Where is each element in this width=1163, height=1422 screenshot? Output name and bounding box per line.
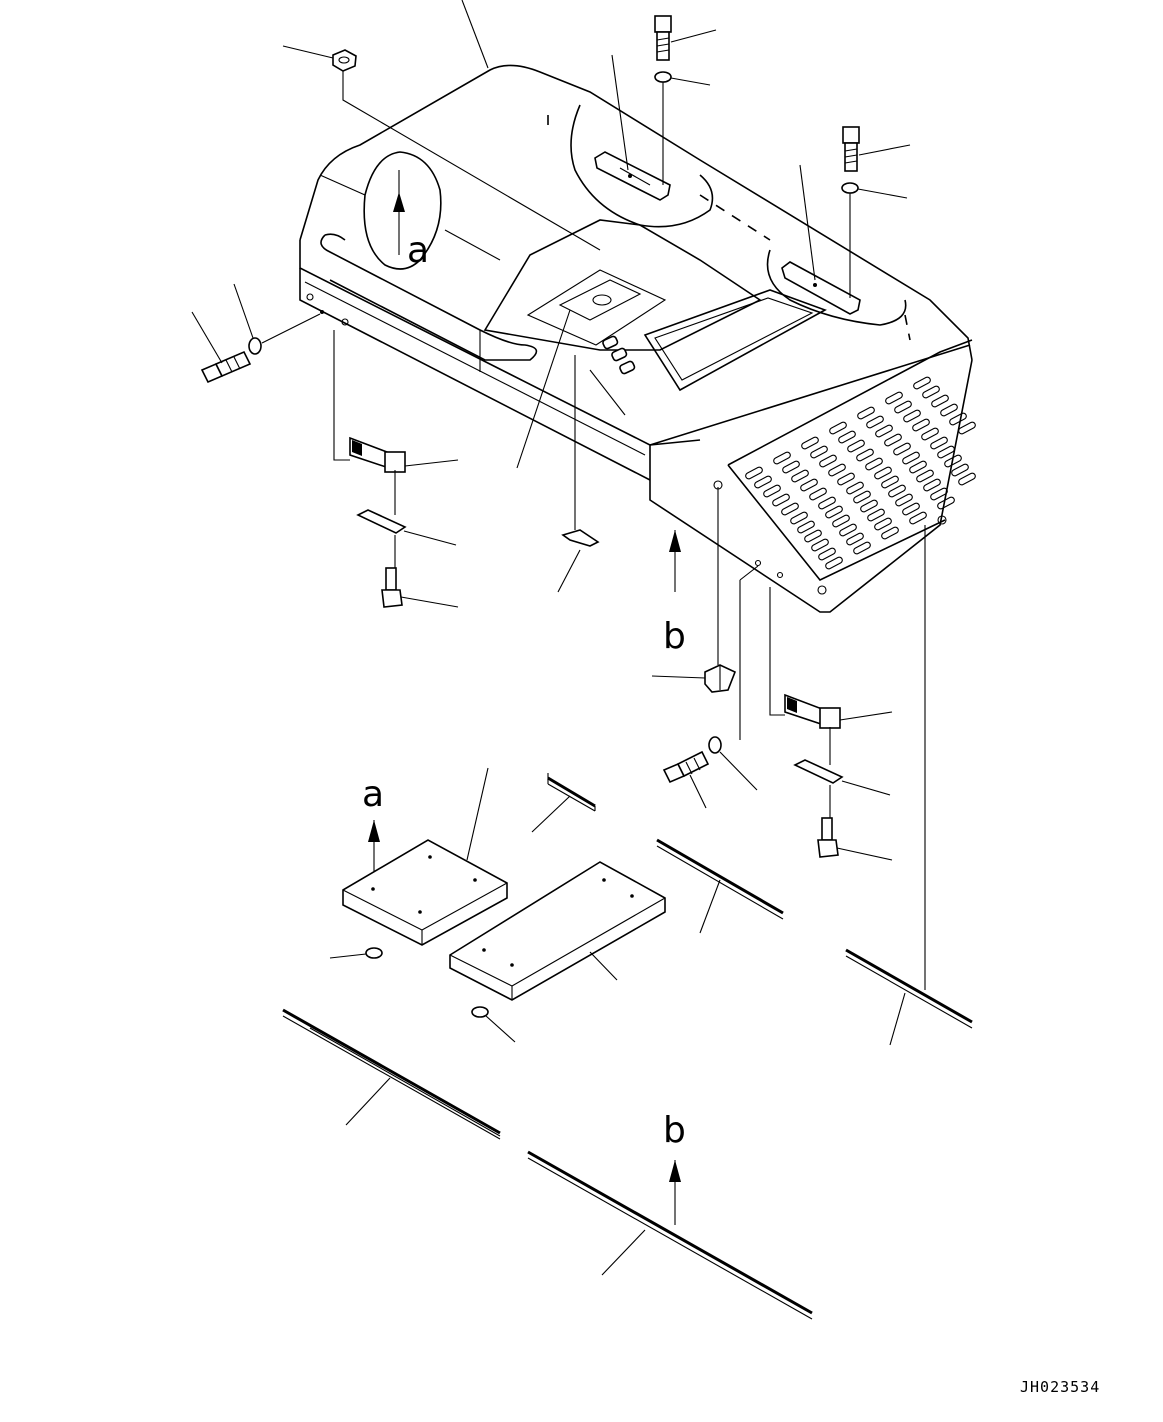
grille-slot [909,460,927,474]
grille-slot [846,481,864,495]
left-hardware: b [191,283,686,657]
grille-slot [828,463,846,477]
grille-slot [951,463,969,477]
grille-slot [791,469,809,483]
grille-slot [853,541,871,555]
grille-slot [853,490,871,504]
grille-slot [937,445,955,459]
grille-slot [818,496,836,510]
grille-slot [754,475,772,489]
grille-slot [888,484,906,498]
grille-slot [912,418,930,432]
grille-slot [810,445,828,459]
cover-assembly [299,64,976,613]
view-b-label-top: b [663,616,686,657]
grille-slot [902,502,920,516]
grille-slot [801,436,819,450]
grille-slot [874,466,892,480]
grille-slot [838,430,856,444]
top-fasteners: a [282,0,911,298]
grille-slot [916,469,934,483]
view-b-label-bottom: b [663,1110,686,1151]
grille-slot [745,466,763,480]
grille-slot [930,436,948,450]
grille-slot [809,487,827,501]
grille-slot [903,409,921,423]
grille-slot [913,376,931,390]
grille-slot [894,400,912,414]
grille-perforations [745,376,976,570]
grille-slot [867,508,885,522]
grille-slot [781,502,799,516]
grille-slot [940,403,958,417]
grille-slot [772,493,790,507]
grille-slot [829,421,847,435]
right-hardware [651,487,893,861]
grille-slot [804,529,822,543]
grille-slot [839,523,857,537]
grille-slot [811,538,829,552]
grille-slot [944,454,962,468]
grille-slot [847,439,865,453]
grille-slot [884,433,902,447]
grille-slot [818,547,836,561]
grille-slot [860,499,878,513]
grille-slot [819,454,837,468]
grille-slot [825,505,843,519]
grille-slot [909,511,927,525]
grille-slot [958,421,976,435]
grille-slot [866,415,884,429]
grille-slot [865,457,883,471]
grille-slot [922,385,940,399]
grille-slot [875,424,893,438]
grille-slot [782,460,800,474]
grille-slot [958,472,976,486]
grille-slot [857,406,875,420]
grille-slot [846,532,864,546]
grille-slot [949,412,967,426]
grille-slot [797,520,815,534]
grille-slot [930,487,948,501]
grille-slot [832,514,850,528]
grille-slot [790,511,808,525]
grille-slot [881,526,899,540]
grille-slot [856,448,874,462]
grille-slot [773,451,791,465]
grille-slot [902,451,920,465]
grille-slot [763,484,781,498]
grille-slot [931,394,949,408]
drawing-code: JH023534 [1020,1378,1100,1396]
grille-slot [885,391,903,405]
grille-slot [893,442,911,456]
grille-slot [921,427,939,441]
grille-slot [825,556,843,570]
grille-slot [881,475,899,489]
grille-slot [923,478,941,492]
grille-slot [837,472,855,486]
view-a-label-top: a [407,230,429,271]
seals-and-pads: a [282,525,973,1320]
grille-slot [874,517,892,531]
grille-slot [895,493,913,507]
grille-slot [937,496,955,510]
grille-slot [800,478,818,492]
view-a-label-bottom: a [362,774,384,815]
